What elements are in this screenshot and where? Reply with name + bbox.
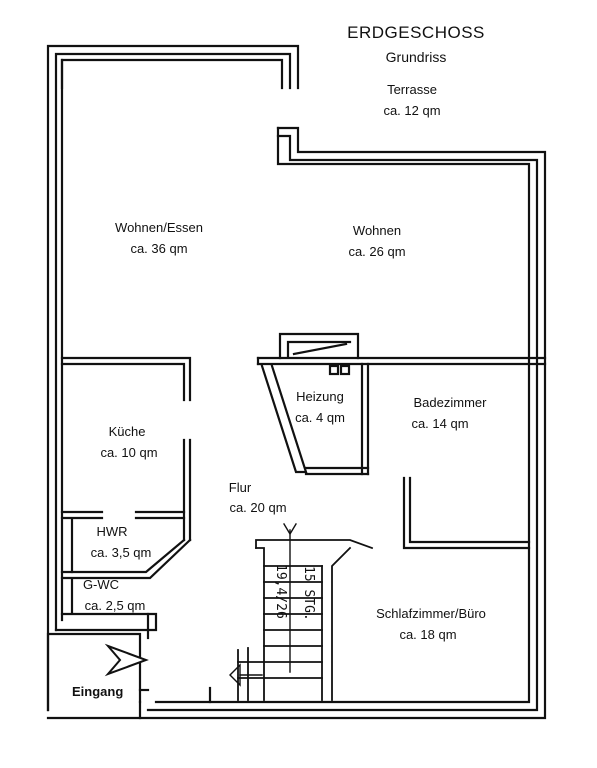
stair-dimension-label: 19,4/26 bbox=[273, 564, 288, 619]
room-area-kueche: ca. 10 qm bbox=[100, 445, 158, 460]
room-name-gwc: G-WC bbox=[82, 577, 120, 592]
staircase bbox=[229, 523, 374, 701]
room-name-wohnen: Wohnen bbox=[352, 223, 402, 238]
room-area-schlafzimmer: ca. 18 qm bbox=[399, 627, 457, 642]
plan-subtitle: Grundriss bbox=[385, 49, 447, 65]
room-name-wohnen-essen: Wohnen/Essen bbox=[115, 220, 203, 235]
room-name-heizung: Heizung bbox=[296, 389, 344, 404]
room-area-hwr: ca. 3,5 qm bbox=[90, 545, 152, 560]
room-area-heizung: ca. 4 qm bbox=[295, 410, 345, 425]
room-area-badezimmer: ca. 14 qm bbox=[411, 416, 469, 431]
room-name-hwr: HWR bbox=[96, 524, 128, 539]
room-name-schlafzimmer: Schlafzimmer/Büro bbox=[376, 606, 486, 621]
plan-title: ERDGESCHOSS bbox=[347, 23, 485, 42]
exterior-wall-outer bbox=[46, 44, 547, 720]
room-name-badezimmer: Badezimmer bbox=[413, 395, 487, 410]
room-area-terrasse: ca. 12 qm bbox=[383, 103, 441, 118]
room-name-flur: Flur bbox=[228, 480, 252, 495]
room-name-kueche: Küche bbox=[108, 424, 146, 439]
entrance-label: Eingang bbox=[72, 684, 124, 699]
room-area-wohnen-essen: ca. 36 qm bbox=[130, 241, 188, 256]
room-area-gwc: ca. 2,5 qm bbox=[84, 598, 146, 613]
stair-steps-label: 15 STG. bbox=[301, 566, 316, 621]
room-name-terrasse: Terrasse bbox=[387, 82, 437, 97]
room-area-wohnen: ca. 26 qm bbox=[348, 244, 406, 259]
room-area-flur: ca. 20 qm bbox=[229, 500, 287, 515]
entrance-arrow-icon bbox=[104, 643, 149, 677]
interior-walls bbox=[60, 332, 547, 704]
